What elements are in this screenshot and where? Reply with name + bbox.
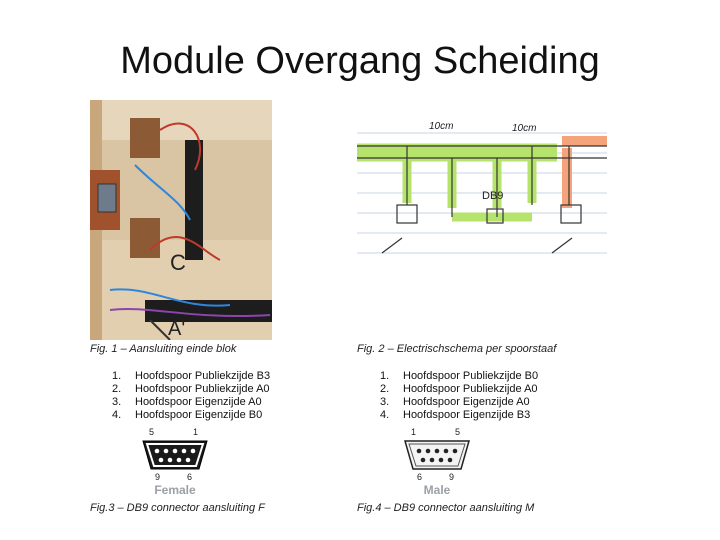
list-item: 4.Hoofdspoor Eigenzijde B3 (380, 409, 531, 421)
list-item: 1.Hoofdspoor Publiekzijde B3 (112, 370, 271, 382)
list-item: 2.Hoofdspoor Publiekzijde A0 (380, 383, 538, 395)
electrical-schematic: 10cm 10cm DB9 (357, 113, 607, 268)
pin-label: 5 (455, 427, 460, 437)
male-label: Male (423, 483, 451, 497)
fig4-caption: Fig.4 – DB9 connector aansluiting M (357, 502, 535, 514)
fig1-list: 1.Hoofdspoor Publiekzijde B3 2.Hoofdspoo… (112, 370, 270, 422)
list-item: 3.Hoofdspoor Eigenzijde A0 (112, 396, 262, 408)
db9-label: DB9 (482, 190, 503, 202)
pin-label: 1 (411, 427, 416, 437)
pin-label: 5 (149, 427, 154, 437)
pin-label: 6 (187, 472, 192, 482)
female-label: Female (154, 483, 196, 497)
db9-female-connector: 5 1 9 6 (135, 425, 215, 492)
pin-label: 9 (449, 472, 454, 482)
photo-label-a: A' (168, 318, 185, 340)
fig1-caption: Fig. 1 – Aansluiting einde blok (90, 343, 237, 355)
fig2-list: 1.Hoofdspoor Publiekzijde B0 2.Hoofdspoo… (380, 370, 538, 422)
wiring-photo: C A' (90, 100, 272, 340)
db9-male-connector: 1 5 6 9 (397, 425, 477, 492)
pin-label: 9 (155, 472, 160, 482)
distance-label-right: 10cm (512, 123, 536, 134)
list-item: 1.Hoofdspoor Publiekzijde B0 (380, 370, 539, 382)
list-item: 3.Hoofdspoor Eigenzijde A0 (380, 396, 530, 408)
fig2-caption: Fig. 2 – Electrischschema per spoorstaaf (357, 343, 557, 355)
list-item: 4.Hoofdspoor Eigenzijde B0 (112, 409, 263, 421)
fig3-caption: Fig.3 – DB9 connector aansluiting F (90, 502, 265, 514)
pin-label: 1 (193, 427, 198, 437)
slide-title: Module Overgang Scheiding (120, 40, 600, 82)
distance-label-left: 10cm (429, 121, 453, 132)
photo-label-c: C (170, 250, 186, 275)
pin-label: 6 (417, 472, 422, 482)
list-item: 2.Hoofdspoor Publiekzijde A0 (112, 383, 270, 395)
